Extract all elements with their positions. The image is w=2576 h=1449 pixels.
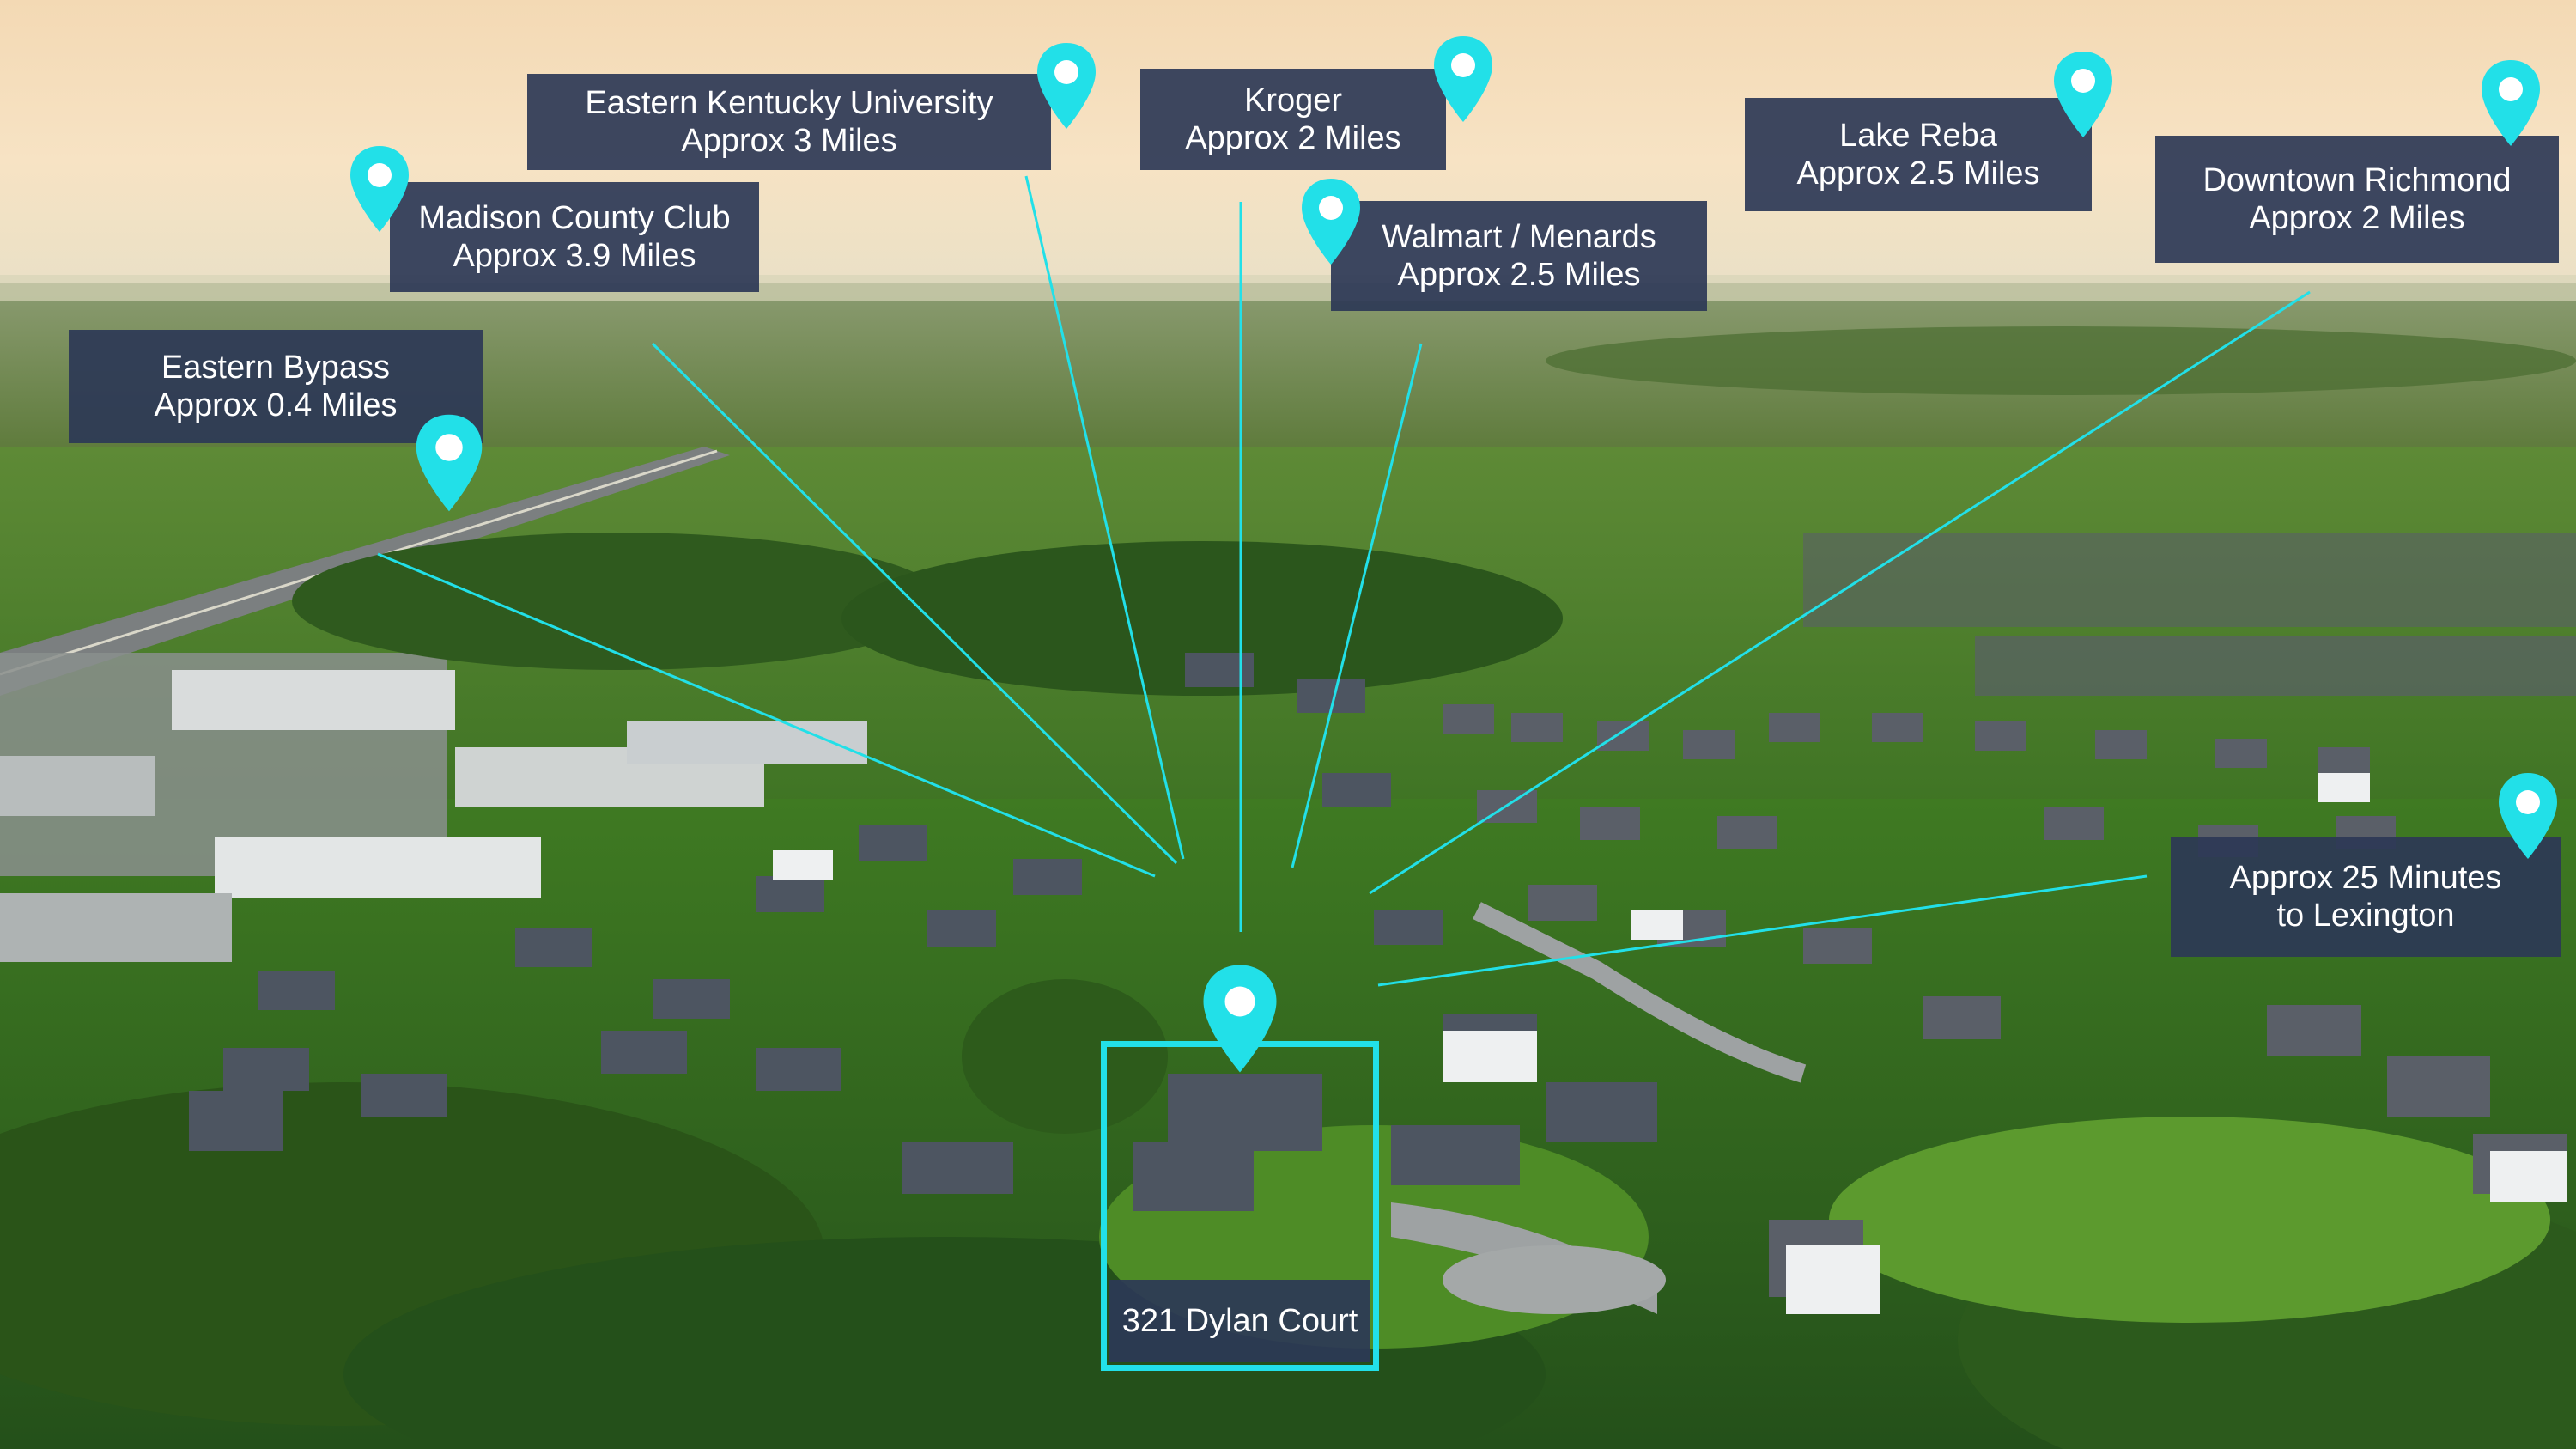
map-pin-icon [2482, 60, 2540, 146]
label-title: Downtown Richmond [2202, 162, 2512, 198]
subject-property-label: 321 Dylan Court [1109, 1280, 1370, 1362]
label-distance: Approx 0.4 Miles [154, 387, 398, 423]
map-pin-icon [1203, 965, 1277, 1073]
label-title: Eastern Bypass [161, 350, 391, 386]
connector-line-bypass [377, 552, 1156, 878]
label-distance: Approx 3.9 Miles [453, 238, 696, 274]
map-pin-icon [1302, 179, 1360, 265]
label-title: Madison County Club [418, 200, 731, 236]
label-kroger: Kroger Approx 2 Miles [1140, 69, 1446, 170]
label-title: Approx 25 Minutes [2229, 860, 2502, 896]
label-title: Lake Reba [1839, 118, 1997, 154]
label-title: Walmart / Menards [1382, 219, 1656, 255]
connector-line-madison [651, 342, 1178, 865]
map-pin-icon [2499, 773, 2557, 859]
label-distance: Approx 3 Miles [681, 123, 897, 159]
label-distance: Approx 2.5 Miles [1397, 257, 1641, 293]
map-pin-icon [2054, 52, 2112, 137]
label-eastern-kentucky-university: Eastern Kentucky University Approx 3 Mil… [527, 74, 1051, 170]
connector-line-downtown [1369, 290, 2311, 895]
label-title: Kroger [1243, 82, 1343, 119]
map-pin-icon [416, 414, 483, 512]
connector-line-lexington [1377, 874, 2148, 987]
map-pin-icon [1434, 36, 1492, 122]
map-pin-icon [350, 146, 409, 232]
label-downtown-richmond: Downtown Richmond Approx 2 Miles [2155, 136, 2559, 263]
label-lexington: Approx 25 Minutes to Lexington [2171, 837, 2561, 957]
label-eastern-bypass: Eastern Bypass Approx 0.4 Miles [69, 330, 483, 443]
label-walmart-menards: Walmart / Menards Approx 2.5 Miles [1331, 201, 1707, 311]
label-madison-county-club: Madison County Club Approx 3.9 Miles [390, 182, 759, 292]
label-distance: to Lexington [2276, 898, 2455, 934]
connector-line-walmart [1291, 343, 1423, 868]
label-distance: Approx 2.5 Miles [1796, 155, 2040, 192]
label-distance: Approx 2 Miles [2249, 200, 2465, 236]
label-distance: Approx 2 Miles [1185, 120, 1401, 156]
map-pin-icon [1037, 43, 1096, 129]
label-lake-reba: Lake Reba Approx 2.5 Miles [1745, 98, 2092, 211]
label-title: Eastern Kentucky University [585, 85, 993, 121]
connector-line-eku [1024, 175, 1185, 860]
